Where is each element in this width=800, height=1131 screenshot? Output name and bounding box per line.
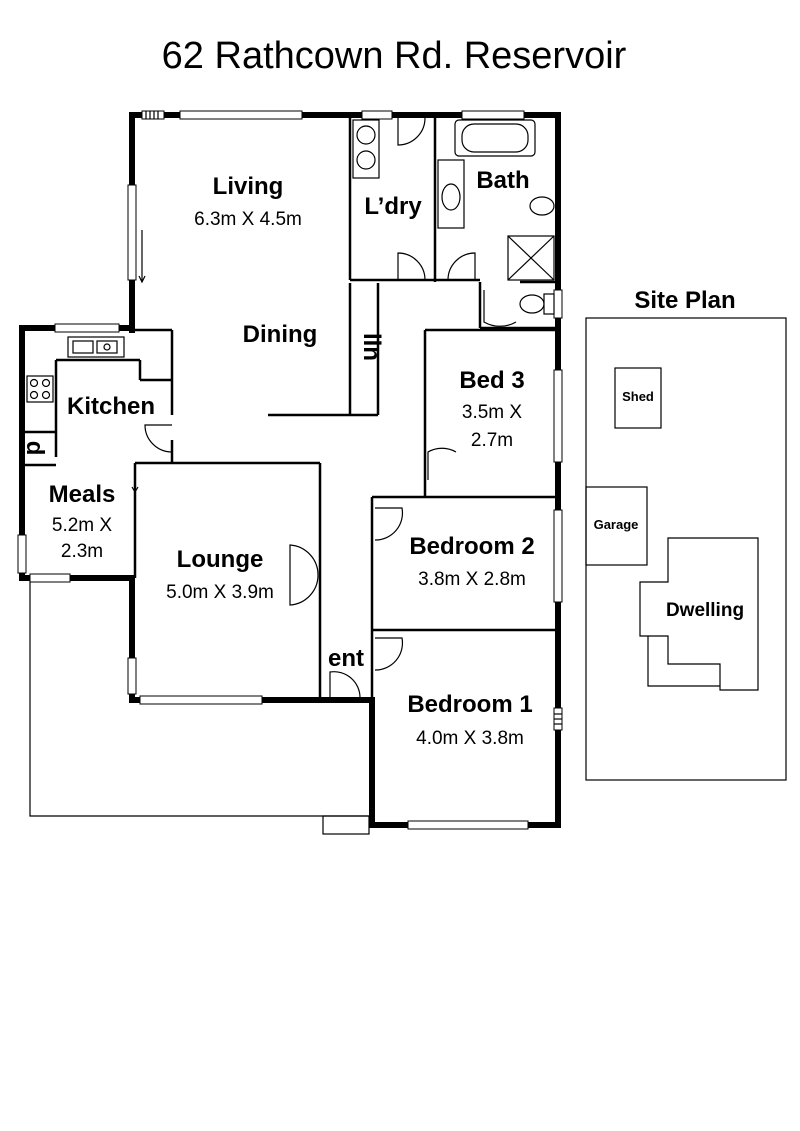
bath-label: Bath [476,167,529,194]
bed3-dimensions-1: 3.5m X [462,402,523,423]
dining-label: Dining [243,321,318,348]
site-verandah [647,636,720,687]
bed3-dimensions-2: 2.7m [471,430,513,451]
interior-walls [24,115,558,700]
site-garage-label: Garage [594,517,639,532]
site-dwelling-label: Dwelling [666,600,744,621]
bedroom1-label: Bedroom 1 [407,691,532,718]
lounge-label: Lounge [177,546,264,573]
outdoor-area-outline [29,580,370,817]
front-step [322,815,370,835]
entry-label: ent [328,645,364,672]
bedroom2-label: Bedroom 2 [409,533,534,560]
kitchen-label: Kitchen [67,393,155,420]
doors [131,117,517,699]
bedroom2-dimensions: 3.8m X 2.8m [418,569,526,590]
linen-label: lin [358,333,385,361]
windows [17,110,563,830]
meals-dimensions-1: 5.2m X [52,515,113,536]
site-plan-title: Site Plan [634,287,735,314]
fixtures [26,119,555,403]
site-shed-label: Shed [622,389,654,404]
site-boundary [585,317,787,781]
meals-dimensions-2: 2.3m [61,541,103,562]
lounge-dimensions: 5.0m X 3.9m [166,582,274,603]
living-label: Living [213,173,284,200]
meals-label: Meals [49,481,116,508]
bed3-label: Bed 3 [459,367,524,394]
bedroom1-dimensions: 4.0m X 3.8m [416,728,524,749]
plan-title: 62 Rathcown Rd. Reservoir [162,35,627,77]
living-dimensions: 6.3m X 4.5m [194,209,302,230]
site-garage [585,486,648,566]
site-dwelling [639,537,759,691]
site-plan: Site Plan Shed Garage Dwelling [585,287,787,781]
site-shed [614,367,662,429]
pantry-label: p [19,441,46,456]
laundry-label: L’dry [364,193,422,220]
